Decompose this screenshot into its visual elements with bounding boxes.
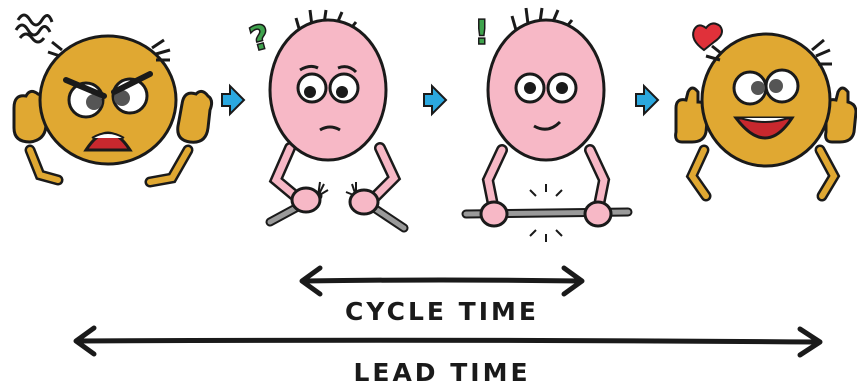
heart-icon [693, 23, 722, 50]
worried-character: ? [245, 10, 404, 228]
scribble-icon [16, 15, 52, 42]
calm-character: ! [466, 8, 628, 242]
flow-arrow-2 [424, 86, 446, 114]
flow-arrow-1 [222, 86, 244, 114]
question-mark-icon: ? [245, 17, 274, 61]
lead-time-arrow [76, 328, 820, 355]
exclamation-mark-icon: ! [474, 13, 490, 53]
angry-character [14, 15, 212, 182]
cycle-time-arrow [302, 268, 582, 294]
flow-arrow-3 [636, 86, 658, 114]
angry-right-fist [178, 91, 212, 142]
worried-face-icon [270, 20, 386, 160]
calm-face-icon [488, 20, 604, 160]
cycle-time-label: CYCLE TIME [345, 297, 539, 326]
happy-character [676, 23, 856, 196]
lead-time-label: LEAD TIME [353, 358, 530, 385]
